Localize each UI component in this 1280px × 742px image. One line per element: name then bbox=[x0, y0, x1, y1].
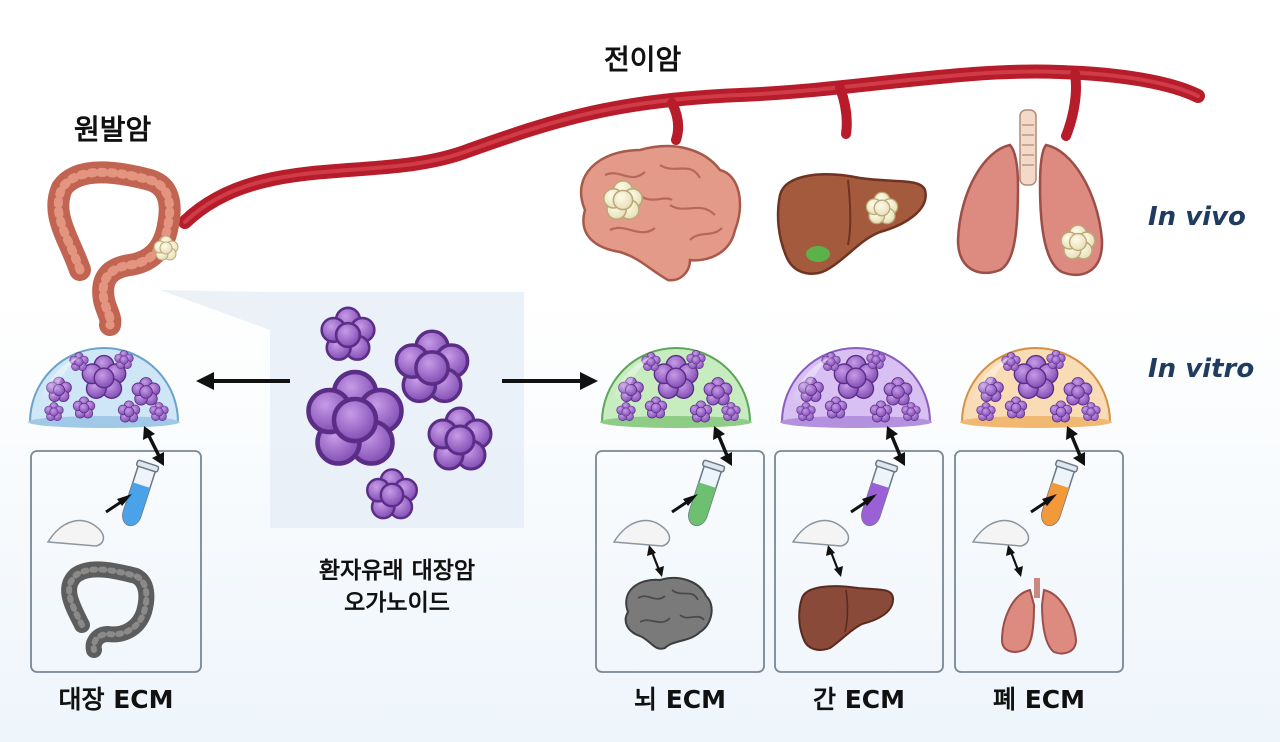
arrow-icon bbox=[105, 494, 1057, 514]
in-vivo-label: In vivo bbox=[1148, 202, 1246, 232]
arrow-icon bbox=[196, 372, 598, 390]
ecm-label-liver: 간 ECM bbox=[812, 685, 905, 714]
primary-cancer-label: 원발암 bbox=[74, 113, 152, 146]
powder-icon bbox=[46, 519, 1030, 547]
organoid-caption-line2: 오가노이드 bbox=[344, 590, 450, 616]
tube-icon bbox=[122, 459, 1079, 527]
ecm-boxes bbox=[30, 450, 1124, 673]
lung-icon bbox=[1000, 578, 1078, 655]
liver-icon bbox=[798, 585, 895, 651]
dome-icon bbox=[28, 347, 1112, 428]
liver-icon bbox=[776, 173, 927, 275]
ecm-label-colon: 대장 ECM bbox=[58, 685, 174, 714]
lung-icon bbox=[956, 109, 1104, 277]
brain-icon bbox=[624, 577, 713, 650]
arrow-icon bbox=[143, 426, 1085, 466]
blood-vessel-icon bbox=[178, 64, 1205, 229]
ecm-label-lung: 폐 ECM bbox=[992, 685, 1085, 714]
organoid-caption-line1: 환자유래 대장암 bbox=[318, 558, 476, 584]
metastasis-label: 전이암 bbox=[604, 43, 682, 76]
colon-icon bbox=[47, 161, 181, 336]
in-vitro-label: In vitro bbox=[1148, 354, 1255, 384]
ecm-label-brain: 뇌 ECM bbox=[633, 685, 726, 714]
brain-icon bbox=[579, 144, 742, 282]
dome-organoids bbox=[44, 350, 1101, 423]
colon-icon bbox=[61, 561, 155, 658]
